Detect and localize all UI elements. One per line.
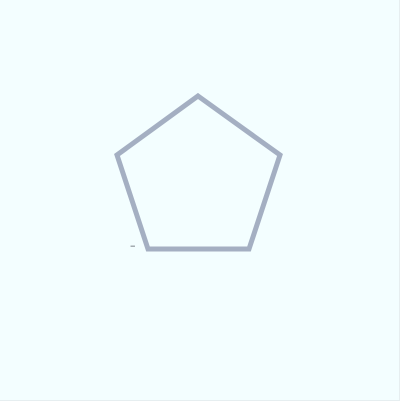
pentagon-shape — [114, 92, 283, 252]
small-dash-mark: – — [130, 239, 136, 252]
